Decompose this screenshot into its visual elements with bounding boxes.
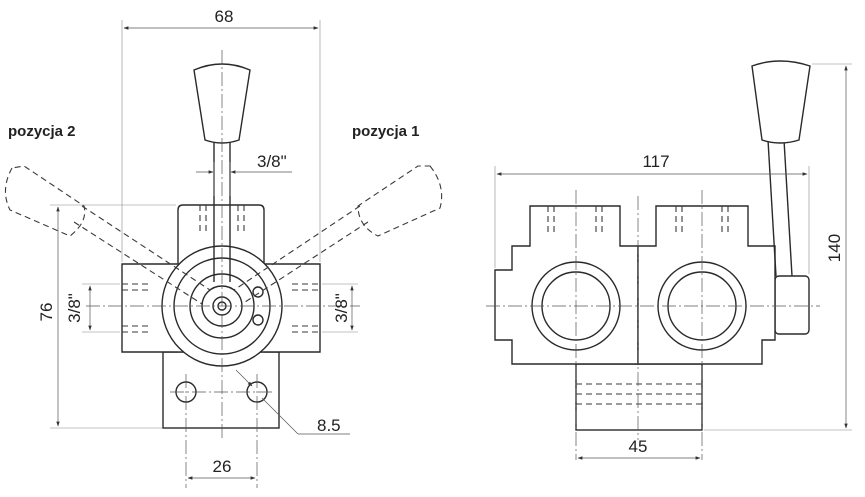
side-lever-handle	[751, 60, 811, 144]
dim-76-text: 76	[37, 303, 56, 322]
lever-position-2	[4, 165, 211, 305]
dim-left-thread-text: 3/8"	[65, 293, 84, 323]
hub-screw-1	[252, 286, 264, 298]
lever-pos2-shaft-a	[81, 205, 211, 291]
dim-right-thread-text: 3/8"	[332, 293, 351, 323]
lever-pos1-shaft-a	[233, 205, 361, 291]
dim-117-text: 117	[642, 152, 669, 171]
dim-45-text: 45	[629, 437, 648, 456]
dim-68-text: 68	[215, 7, 234, 26]
hub-screw-2	[252, 314, 264, 326]
lever-pos1-handle	[357, 165, 443, 237]
front-view: 68 3/8" 76 3/8" 3/8" 8.5 26 pozycja 2	[4, 7, 443, 488]
dim-26-text: 26	[213, 457, 232, 476]
dim-hole-text: 8.5	[317, 416, 341, 435]
side-section-left	[494, 205, 639, 365]
dim-140-text: 140	[825, 234, 844, 262]
lever-pos2-handle	[4, 165, 86, 237]
side-lever-shaft-right	[783, 139, 793, 277]
dim-hole-arrow-in	[235, 369, 253, 387]
side-end-cap	[774, 275, 810, 335]
dim-hole-leader	[261, 397, 299, 435]
lever-pos2-shaft-b	[73, 221, 203, 305]
dim-top-thread-text: 3/8"	[257, 152, 287, 171]
label-position-1: pozycja 1	[352, 123, 420, 140]
side-lever-shaft-left	[767, 139, 777, 277]
side-base	[575, 363, 703, 431]
side-section-right	[637, 205, 776, 365]
lever-position-1	[233, 165, 443, 305]
side-view: 117 140 45	[486, 60, 852, 460]
label-position-2: pozycja 2	[8, 123, 76, 140]
lever-pos1-shaft-b	[241, 221, 369, 305]
